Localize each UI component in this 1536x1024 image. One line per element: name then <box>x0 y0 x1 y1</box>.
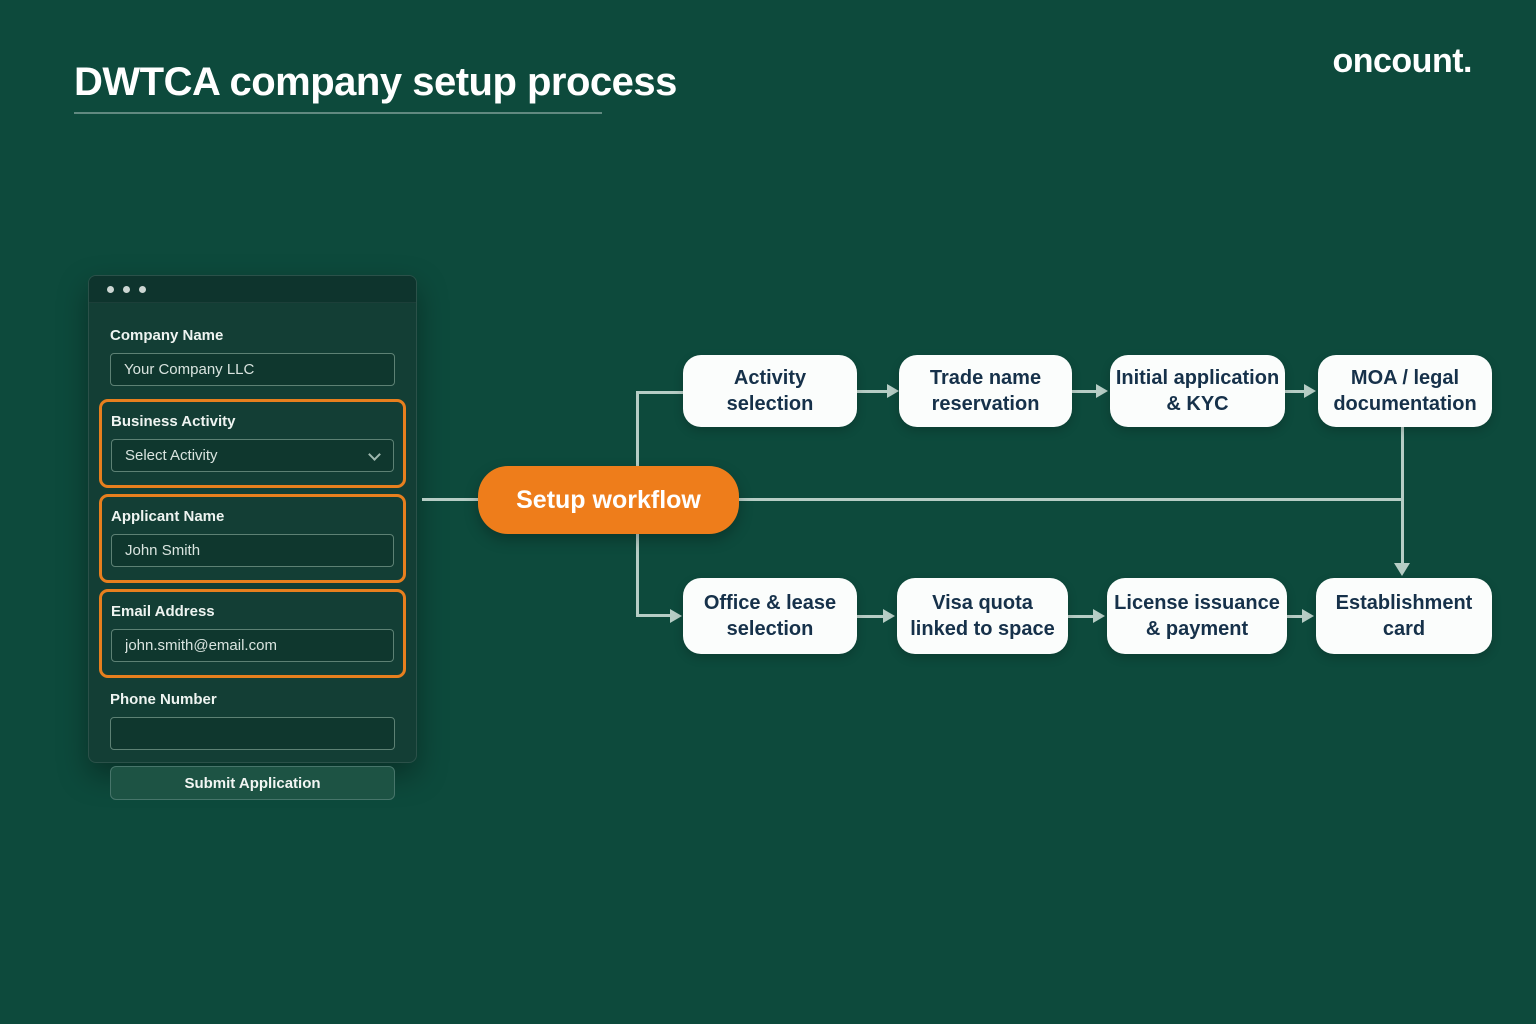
phone-number-group: Phone Number <box>110 691 395 750</box>
arrowhead-to-license <box>1093 609 1105 623</box>
business-activity-label: Business Activity <box>111 413 236 430</box>
phone-number-field[interactable] <box>110 717 395 750</box>
applicant-name-field[interactable] <box>111 534 394 567</box>
business-activity-selected-value: Select Activity <box>125 447 218 464</box>
chevron-down-icon <box>368 448 381 461</box>
brand-logo: oncount. <box>1332 42 1472 80</box>
window-dot <box>139 285 146 293</box>
connector-top-elbow <box>636 391 683 394</box>
connector-bottom-elbow <box>636 614 670 617</box>
arrowhead-to-moa <box>1304 384 1316 398</box>
arrowhead-to-initial-application <box>1096 384 1108 398</box>
arrowhead-to-establishment <box>1302 609 1314 623</box>
setup-workflow-node: Setup workflow <box>478 466 739 534</box>
arrowhead-to-visa-quota <box>883 609 895 623</box>
email-address-field[interactable] <box>111 629 394 662</box>
connector-root-right <box>739 498 1402 501</box>
window-dot <box>107 285 114 293</box>
submit-application-button[interactable]: Submit Application <box>110 766 395 800</box>
applicant-name-label: Applicant Name <box>111 508 225 525</box>
connector-license-to-establishment <box>1287 615 1302 618</box>
connector-activity-to-tradename <box>857 390 887 393</box>
connector-moa-to-establishment <box>1401 427 1404 565</box>
window-dot <box>123 285 130 293</box>
connector-visa-to-license <box>1068 615 1093 618</box>
connector-form-to-root <box>422 498 478 501</box>
flow-box-license-issuance-payment: License issuance& payment <box>1107 578 1287 654</box>
flow-box-initial-application-kyc: Initial application& KYC <box>1110 355 1285 427</box>
company-name-label: Company Name <box>110 327 224 344</box>
connector-root-down <box>636 534 639 616</box>
title-underline <box>74 112 602 114</box>
connector-root-up <box>636 391 639 466</box>
arrowhead-to-office-lease <box>670 609 682 623</box>
application-form-window: Company Name Business Activity Select Ac… <box>88 275 417 800</box>
business-activity-select[interactable]: Select Activity <box>111 439 394 472</box>
connector-office-to-visa <box>857 615 883 618</box>
company-name-field[interactable] <box>110 353 395 386</box>
company-name-group: Company Name <box>110 327 395 386</box>
arrowhead-to-tradename <box>887 384 899 398</box>
phone-number-label: Phone Number <box>110 691 217 708</box>
applicant-name-group: Applicant Name <box>99 494 406 583</box>
connector-tradename-to-initial <box>1072 390 1096 393</box>
email-address-group: Email Address <box>99 589 406 678</box>
business-activity-group: Business Activity Select Activity <box>99 399 406 488</box>
connector-initial-to-moa <box>1285 390 1304 393</box>
window-titlebar <box>89 276 416 303</box>
page-title: DWTCA company setup process <box>74 60 677 104</box>
arrowhead-to-establishment-card <box>1394 563 1410 576</box>
email-address-label: Email Address <box>111 603 215 620</box>
form-body: Company Name Business Activity Select Ac… <box>89 303 416 800</box>
